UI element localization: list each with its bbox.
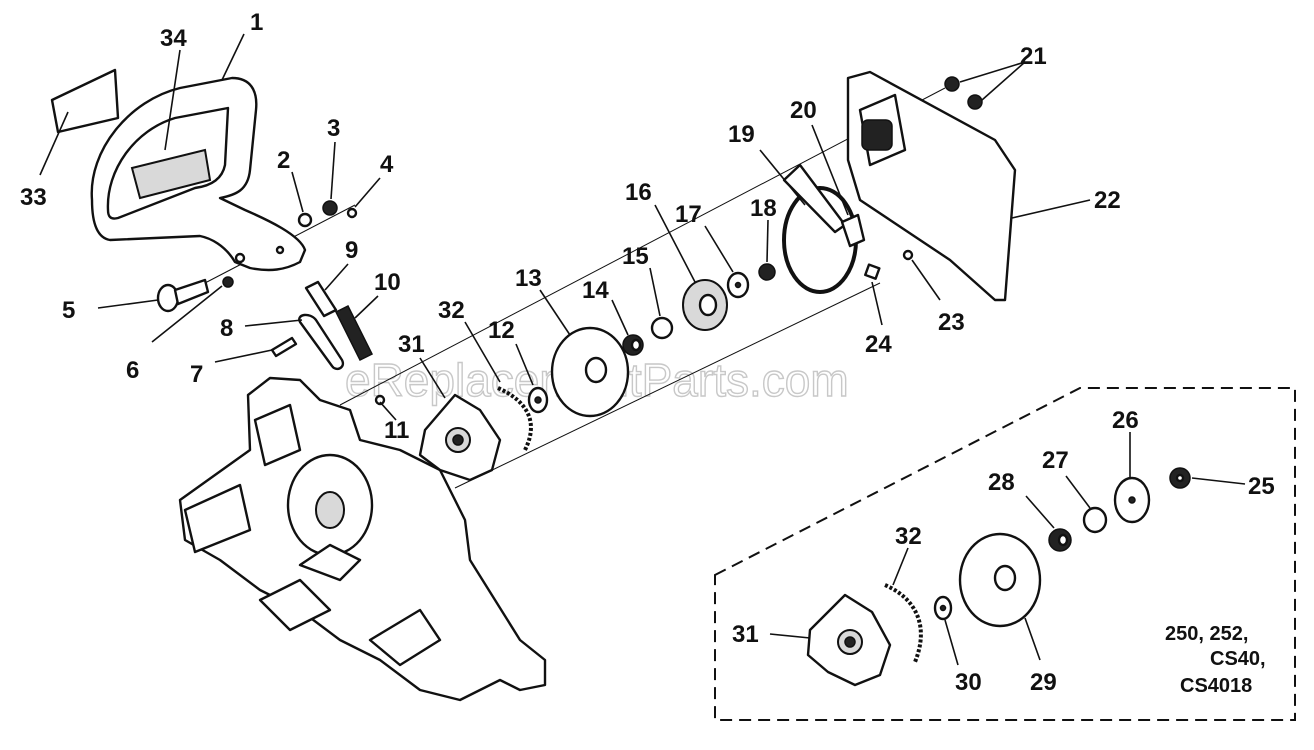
part-33-decal xyxy=(50,68,120,134)
callout-labels: 1 34 33 2 3 4 5 6 7 8 9 10 11 31 32 12 1… xyxy=(20,9,1275,696)
part-28-bearing-alt xyxy=(1048,528,1072,552)
callout-13: 13 xyxy=(515,265,542,292)
part-2-washer xyxy=(297,212,313,228)
callout-24: 24 xyxy=(865,331,892,358)
part-16-sprocket xyxy=(682,279,728,331)
callout-26: 26 xyxy=(1112,407,1139,434)
part-31-clutch xyxy=(418,393,502,482)
callout-28: 28 xyxy=(988,469,1015,496)
inset-model-list: 250, 252, CS40, CS4018 xyxy=(1165,623,1266,697)
callout-15: 15 xyxy=(622,243,649,270)
callout-16: 16 xyxy=(625,179,652,206)
part-18-nut xyxy=(758,263,776,281)
callout-inset-29: 29 xyxy=(1030,669,1057,696)
callout-21: 21 xyxy=(1020,43,1047,70)
callout-6: 6 xyxy=(126,357,139,384)
part-12-washer xyxy=(527,386,549,414)
callout-3: 3 xyxy=(327,115,340,142)
part-24-washer xyxy=(864,263,881,280)
part-11-screw xyxy=(374,394,386,406)
callout-32: 32 xyxy=(438,297,465,324)
inset-border xyxy=(714,387,1296,721)
part-27-bushing-alt xyxy=(1082,506,1108,534)
callout-inset-31: 31 xyxy=(732,621,759,648)
part-21-cover-nuts xyxy=(944,76,983,110)
part-10-spring xyxy=(334,304,374,362)
callout-23: 23 xyxy=(938,309,965,336)
part-22-clutch-cover xyxy=(846,70,1017,302)
part-3-nut xyxy=(322,200,338,216)
callout-25: 25 xyxy=(1248,473,1275,500)
part-26-washer-alt xyxy=(1113,476,1151,524)
part-1-hand-guard xyxy=(90,76,307,272)
callout-19: 19 xyxy=(728,121,755,148)
part-25-nut-alt xyxy=(1169,467,1191,489)
assembly-axis-upper xyxy=(339,87,946,406)
part-4-screw xyxy=(346,207,358,219)
callout-9: 9 xyxy=(345,237,358,264)
callout-7: 7 xyxy=(190,361,203,388)
part-17-washer xyxy=(726,271,750,299)
part-20-link xyxy=(840,213,866,248)
part-13-clutch-drum xyxy=(550,326,630,418)
callout-12: 12 xyxy=(488,317,515,344)
callout-31: 31 xyxy=(398,331,425,358)
part-6-washer xyxy=(222,276,234,288)
callout-8: 8 xyxy=(220,315,233,342)
callout-34: 34 xyxy=(160,25,187,52)
part-29-clutch-drum-alt xyxy=(958,532,1042,628)
part-31-clutch-alt xyxy=(806,593,892,687)
part-9-pin xyxy=(304,280,338,318)
leader-lines xyxy=(39,33,1246,666)
assembly-axis xyxy=(454,282,881,489)
part-5-shoulder-bolt xyxy=(156,278,210,313)
callout-4: 4 xyxy=(380,151,394,178)
callout-18: 18 xyxy=(750,195,777,222)
part-7-pin xyxy=(270,336,298,358)
part-30-washer-alt xyxy=(933,595,953,621)
part-23-screw xyxy=(902,249,914,261)
callout-22: 22 xyxy=(1094,187,1121,214)
part-32-clutch-spring-alt xyxy=(884,583,923,663)
callout-1: 1 xyxy=(250,9,263,36)
callout-33: 33 xyxy=(20,184,47,211)
crankcase-housing xyxy=(178,376,547,702)
part-8-lever xyxy=(298,313,345,371)
part-14-bearing xyxy=(622,334,644,356)
inset-model-line-1: 250, 252, xyxy=(1165,623,1248,645)
callout-11: 11 xyxy=(384,417,409,444)
callout-14: 14 xyxy=(582,277,609,304)
part-15-bushing xyxy=(650,316,674,340)
callout-20: 20 xyxy=(790,97,817,124)
callout-10: 10 xyxy=(374,269,401,296)
inset-model-line-3: CS4018 xyxy=(1180,675,1252,697)
callout-17: 17 xyxy=(675,201,702,228)
callout-27: 27 xyxy=(1042,447,1069,474)
callout-inset-32: 32 xyxy=(895,523,922,550)
callout-5: 5 xyxy=(62,297,75,324)
inset-model-line-2: CS40, xyxy=(1210,648,1266,670)
callout-2: 2 xyxy=(277,147,290,174)
callout-inset-30: 30 xyxy=(955,669,982,696)
